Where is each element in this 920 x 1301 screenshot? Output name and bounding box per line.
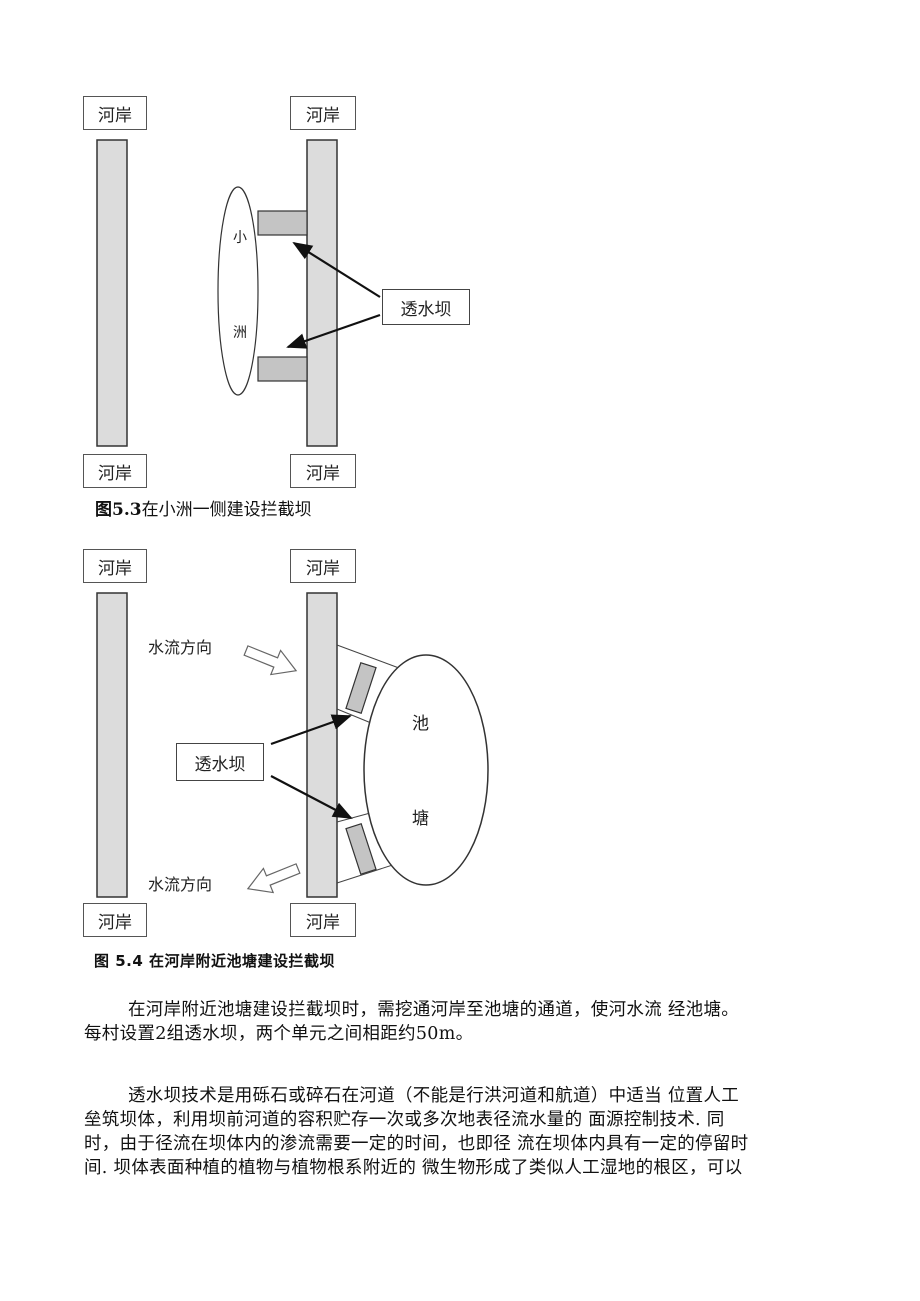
dam-upper — [257, 210, 308, 236]
riverbank-label-bottom-right: 河岸 — [290, 454, 356, 488]
pond — [363, 654, 489, 886]
left-riverbank — [96, 139, 128, 447]
islet-label-bottom: 洲 — [233, 325, 247, 341]
paragraph-permeable-dam: 透水坝技术是用砾石或碎石在河道（不能是行洪河道和航道）中适当 位置人工 垒筑坝体… — [84, 1084, 824, 1180]
paragraph-pond-channel: 在河岸附近池塘建设拦截坝时，需挖通河岸至池塘的通道，使河水流 经池塘。 每村设置… — [84, 998, 824, 1046]
permeable-dam-label: 透水坝 — [382, 289, 470, 325]
riverbank-label-bottom-left: 河岸 — [83, 454, 147, 488]
dam-lower — [345, 822, 377, 876]
text-line: 垒筑坝体，利用坝前河道的容积贮存一次或多次地表径流水量的 面源控制技术. 同 — [84, 1110, 725, 1130]
riverbank-label-top-right: 河岸 — [290, 96, 356, 130]
riverbank-label-bottom-right: 河岸 — [290, 903, 356, 937]
text-line: 透水坝技术是用砾石或碎石在河道（不能是行洪河道和航道）中适当 位置人工 — [128, 1086, 740, 1106]
flow-direction-label-bottom: 水流方向 — [148, 875, 212, 894]
islet-label-top: 小 — [233, 230, 247, 246]
arrow-to-upper-dam — [270, 714, 352, 746]
caption-text: 在小洲一侧建设拦截坝 — [141, 500, 312, 520]
permeable-dam-label: 透水坝 — [176, 743, 264, 781]
arrow-to-upper-dam — [292, 241, 381, 298]
channel-upper-edge-a — [336, 644, 408, 672]
pond-label-bottom: 塘 — [412, 809, 429, 829]
text-line: 间. 坝体表面种植的植物与植物根系附近的 微生物形成了类似人工湿地的根区，可以 — [84, 1158, 743, 1178]
figure-5-4-diagram: 水流方向 水流方向 池 塘 — [96, 592, 489, 898]
riverbank-label-bottom-left: 河岸 — [83, 903, 147, 937]
arrow-to-lower-dam — [270, 775, 353, 819]
riverbank-label-top-left: 河岸 — [83, 96, 147, 130]
right-riverbank — [306, 592, 338, 898]
pond-label-top: 池 — [412, 714, 429, 734]
figure-5-3-caption: 图5.3在小洲一侧建设拦截坝 — [95, 495, 312, 520]
figure-5-3-diagram: 小 洲 — [96, 139, 381, 447]
text-line: 每村设置2组透水坝，两个单元之间相距约50m。 — [84, 1024, 474, 1044]
left-riverbank — [96, 592, 128, 898]
flow-arrow-bottom — [246, 863, 301, 894]
riverbank-label-top-left: 河岸 — [83, 549, 147, 583]
text-line: 在河岸附近池塘建设拦截坝时，需挖通河岸至池塘的通道，使河水流 经池塘。 — [128, 1000, 740, 1020]
islet — [217, 186, 259, 396]
arrow-to-lower-dam — [286, 313, 381, 349]
right-riverbank — [306, 139, 338, 447]
dam-upper — [345, 661, 377, 715]
text-line: 时，由于径流在坝体内的渗流需要一定的时间，也即径 流在坝体内具有一定的停留时 — [84, 1134, 749, 1154]
dam-lower — [257, 356, 308, 382]
flow-direction-label-top: 水流方向 — [148, 638, 212, 657]
caption-number: 图5.3 — [95, 500, 142, 520]
riverbank-label-top-right: 河岸 — [290, 549, 356, 583]
flow-arrow-top — [243, 645, 298, 676]
figure-5-4-caption: 图 5.4 在河岸附近池塘建设拦截坝 — [94, 952, 336, 970]
